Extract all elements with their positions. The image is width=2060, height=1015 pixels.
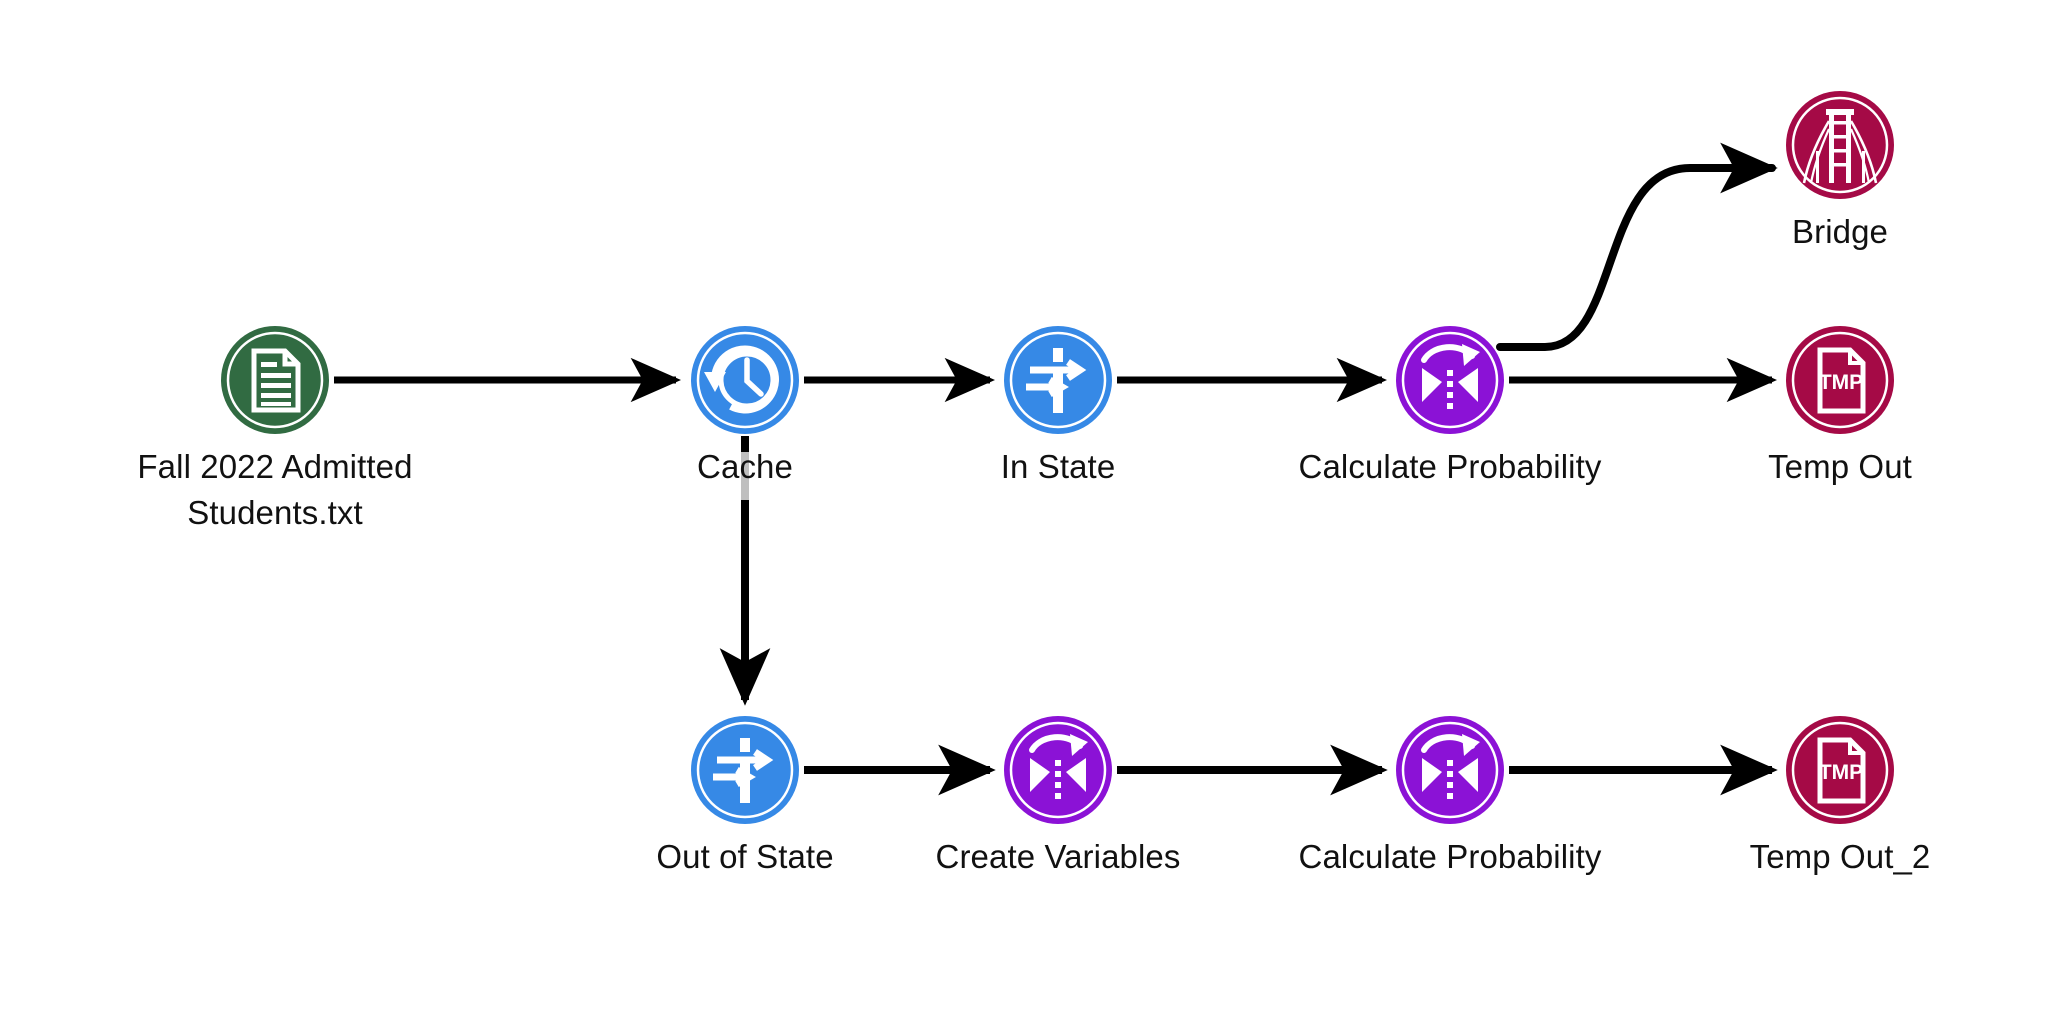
node-out-of-state-bubble[interactable] — [691, 716, 799, 824]
document-icon — [226, 331, 324, 429]
node-calculate-probability-2[interactable]: Calculate Probability — [1299, 716, 1601, 875]
node-temp-out[interactable]: TMP Temp Out — [1768, 326, 1912, 485]
tmp-badge-text: TMP — [1819, 371, 1863, 394]
node-calculate-probability-2-label: Calculate Probability — [1298, 838, 1602, 875]
filter-arrows-icon — [696, 721, 794, 819]
node-temp-out-bubble[interactable]: TMP — [1786, 326, 1894, 434]
shuffle-arrow-icon — [1009, 721, 1107, 819]
node-create-variables-bubble[interactable] — [1004, 716, 1112, 824]
node-out-of-state-label: Out of State — [656, 838, 834, 875]
clock-refresh-icon — [696, 331, 794, 429]
node-calculate-probability-1-label: Calculate Probability — [1298, 448, 1602, 485]
node-cache-label: Cache — [697, 448, 793, 485]
node-temp-out-2-bubble[interactable]: TMP — [1786, 716, 1894, 824]
node-cache[interactable]: Cache — [691, 326, 799, 485]
shuffle-arrow-icon — [1401, 721, 1499, 819]
node-in-state[interactable]: In State — [1001, 326, 1115, 485]
node-bridge[interactable]: Bridge — [1786, 91, 1894, 250]
node-temp-out-2-label: Temp Out_2 — [1749, 838, 1931, 875]
node-create-variables[interactable]: Create Variables — [936, 716, 1180, 875]
node-in-state-label: In State — [1000, 448, 1116, 485]
node-calculate-probability-2-bubble[interactable] — [1396, 716, 1504, 824]
edge-calculate-probability-to-bridge — [1496, 142, 1778, 351]
tmp-file-icon: TMP — [1791, 721, 1889, 819]
node-temp-out-2[interactable]: TMP Temp Out_2 — [1750, 716, 1930, 875]
tmp-badge-text: TMP — [1819, 761, 1863, 784]
node-cache-bubble[interactable] — [691, 326, 799, 434]
shuffle-arrow-icon — [1401, 331, 1499, 429]
node-temp-out-label: Temp Out — [1768, 448, 1912, 485]
node-in-state-bubble[interactable] — [1004, 326, 1112, 434]
node-calculate-probability-1-bubble[interactable] — [1396, 326, 1504, 434]
node-calculate-probability-1[interactable]: Calculate Probability — [1299, 326, 1601, 485]
node-input-file[interactable]: Fall 2022 Admitted Students.txt — [137, 326, 412, 531]
tmp-file-icon: TMP — [1791, 331, 1889, 429]
node-create-variables-label: Create Variables — [935, 838, 1181, 875]
node-input-file-label: Fall 2022 Admitted Students.txt — [137, 448, 413, 531]
node-out-of-state[interactable]: Out of State — [656, 716, 834, 875]
node-bridge-bubble[interactable] — [1786, 91, 1894, 199]
node-input-file-bubble[interactable] — [221, 326, 329, 434]
filter-arrows-icon — [1009, 331, 1107, 429]
bridge-icon — [1791, 96, 1889, 194]
node-bridge-label: Bridge — [1792, 213, 1888, 250]
